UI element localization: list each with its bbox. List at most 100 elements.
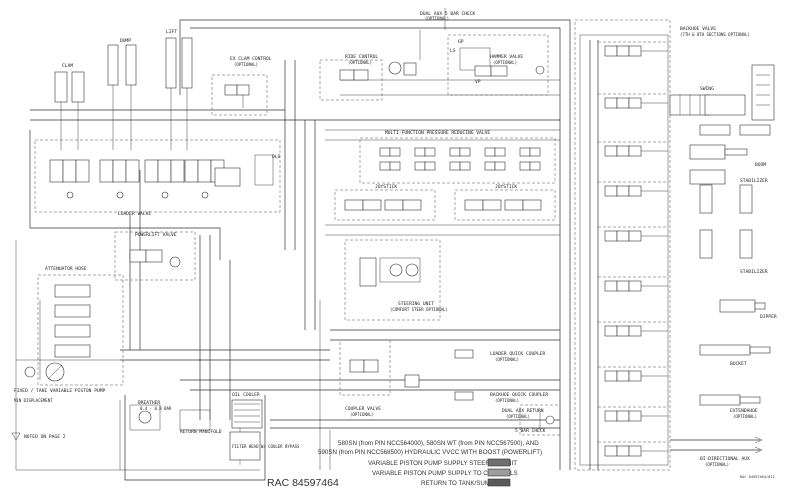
backhoe-section bbox=[598, 93, 668, 109]
boom-label: BOOM bbox=[755, 162, 766, 168]
joystick-left bbox=[334, 189, 436, 221]
extendahoe-cylinder bbox=[699, 394, 761, 406]
backhoe-section bbox=[598, 366, 668, 382]
ex-clam-label: EX CLAM CONTROL bbox=[230, 56, 272, 62]
multi-function-valve bbox=[359, 137, 556, 184]
mf-section bbox=[484, 147, 506, 171]
backhoe-section bbox=[598, 141, 668, 157]
dump-cylinders bbox=[107, 44, 137, 150]
bidirectional-aux bbox=[670, 436, 763, 454]
legend-heading-1: 580SN (from PIN NCC564000), 580SN WT (fr… bbox=[338, 440, 539, 447]
loader-section bbox=[144, 159, 185, 199]
lift-cylinders bbox=[165, 37, 193, 150]
multi-function-label: MULTI-FUNCTION PRESSURE REDUCING VALVE bbox=[385, 130, 490, 136]
swing-cylinder bbox=[669, 64, 775, 136]
legend-item-2-label: VARIABLE PISTON PUMP SUPPLY TO CONTROLS bbox=[372, 470, 518, 477]
bucket-label: BUCKET bbox=[730, 361, 747, 367]
boom-cylinder bbox=[689, 144, 748, 185]
steering-opt: (COMFORT STEER OPTIONAL) bbox=[390, 307, 448, 312]
dipper-cylinder bbox=[719, 299, 766, 313]
bidir-aux-label: BI-DIRECTIONAL AUX bbox=[700, 456, 750, 462]
ols-label: OLS bbox=[272, 154, 281, 160]
note-marker-icon bbox=[11, 432, 21, 441]
powerlift-label: POWERLIFT VALVE bbox=[135, 232, 177, 238]
loader-section bbox=[99, 159, 140, 199]
joystick-label-2: JOYSTICK bbox=[495, 184, 517, 190]
bidir-opt: (OPTIONAL) bbox=[705, 462, 729, 467]
backhoe-coupler-opt: (OPTIONAL) bbox=[495, 398, 519, 403]
legend: 580SN (from PIN NCC564000), 580SN WT (fr… bbox=[318, 440, 542, 487]
ride-control-valve bbox=[319, 59, 417, 101]
stabilizer-label-2: STABILIZER bbox=[740, 269, 768, 275]
dipper-label: DIPPER bbox=[760, 314, 777, 320]
clam-cylinders bbox=[54, 71, 85, 150]
clam-label: CLAM bbox=[62, 63, 73, 69]
five-bar-check-label: 5 BAR CHECK bbox=[515, 428, 546, 434]
coupler-valve-opt: (OPTIONAL) bbox=[350, 412, 374, 417]
main-lines bbox=[15, 8, 571, 471]
sheet-code: RAC 84597464/012 bbox=[740, 475, 775, 479]
backhoe-section bbox=[598, 181, 668, 197]
mf-section bbox=[449, 147, 471, 171]
gp-label: GP bbox=[458, 39, 464, 45]
coupler-valve-label: COUPLER VALVE bbox=[345, 406, 381, 412]
hammer-valve bbox=[447, 34, 549, 96]
document-number: RAC 84597464 bbox=[267, 477, 339, 489]
component-labels: DUAL AUX 5 BAR CHECK (OPTIONAL) DUMP LIF… bbox=[14, 11, 777, 479]
loader-coupler-opt: (OPTIONAL) bbox=[495, 357, 519, 362]
backhoe-section bbox=[598, 321, 668, 337]
loader-valve bbox=[34, 139, 281, 213]
loader-valve-label: LOADER VALVE bbox=[118, 211, 151, 217]
stabilizer-label-1: STABILIZER bbox=[740, 178, 768, 184]
extendahoe-opt: (OPTIONAL) bbox=[733, 414, 757, 419]
hammer-label: HAMMER VALVE bbox=[490, 54, 523, 60]
legend-item-1-label: VARIABLE PISTON PUMP SUPPLY STEERING UNI… bbox=[368, 460, 517, 467]
ex-clam-opt: (OPTIONAL) bbox=[234, 62, 258, 67]
pump-title: FIXED / TAKE VARIABLE PISTON PUMP bbox=[14, 388, 106, 394]
bucket-cylinder bbox=[699, 344, 771, 356]
attenuator-label: ATTENUATOR HOSE bbox=[45, 266, 87, 272]
extendahoe-label: EXTENDAHOE bbox=[730, 408, 758, 414]
ls-label: LS bbox=[450, 48, 456, 54]
backhoe-valve-label: BACKHOE VALVE bbox=[680, 26, 716, 32]
dual-aux-return bbox=[519, 404, 561, 436]
legend-item-3-swatch bbox=[487, 478, 511, 487]
dump-label: DUMP bbox=[120, 38, 131, 44]
filter-head-label: FILTER HEAD W/ COOLER BYPASS bbox=[232, 444, 300, 449]
mf-section bbox=[414, 147, 436, 171]
backhoe-sections-label: (7TH & 8TH SECTIONS OPTIONAL) bbox=[680, 32, 750, 37]
dual-aux-5bar-opt: (OPTIONAL) bbox=[425, 16, 449, 21]
backhoe-section bbox=[598, 226, 668, 242]
stabilizer-cylinders bbox=[699, 184, 753, 259]
pump-group bbox=[24, 274, 124, 386]
note-label: NOTED ON PAGE 2 bbox=[24, 434, 66, 440]
backhoe-section bbox=[598, 41, 668, 57]
dual-aux-return-opt: (OPTIONAL) bbox=[506, 414, 530, 419]
joystick-label-1: JOYSTICK bbox=[375, 184, 397, 190]
swing-label: SWING bbox=[700, 86, 714, 92]
legend-item-3-label: RETURN TO TANK/SUMP bbox=[421, 480, 494, 487]
legend-item-2-swatch bbox=[487, 468, 511, 477]
dual-aux-return-label: DUAL AUX RETURN bbox=[502, 408, 544, 414]
hammer-opt: (OPTIONAL) bbox=[493, 60, 517, 65]
backhoe-coupler-label: BACKHOE QUICK COUPLER bbox=[490, 392, 548, 398]
loader-coupler-label: LOADER QUICK COUPLER bbox=[490, 351, 546, 357]
legend-heading-2: 590SN (from PIN NCC568500) HYDRAULIC VVC… bbox=[318, 449, 542, 456]
pump-sub: MIN DISPLACEMENT bbox=[14, 398, 53, 403]
steering-unit bbox=[344, 239, 441, 321]
breather-spec: 0.4 - 0.8 BAR bbox=[140, 406, 172, 411]
coupler-valve bbox=[339, 339, 474, 401]
mf-section bbox=[379, 147, 401, 171]
ride-opt: (OPTIONAL) bbox=[348, 60, 372, 65]
ride-control-label: RIDE CONTROL bbox=[345, 54, 378, 60]
backhoe-section bbox=[598, 276, 668, 292]
loader-section bbox=[49, 159, 90, 199]
return-manifold-label: RETURN MANIFOLD bbox=[180, 429, 222, 435]
mf-section bbox=[519, 147, 541, 171]
joystick-right bbox=[454, 189, 556, 221]
dual-aux-5bar-label: DUAL AUX 5 BAR CHECK bbox=[420, 11, 476, 17]
ex-clam-control-valve bbox=[211, 74, 268, 116]
steering-unit-label: STEERING UNIT bbox=[398, 301, 434, 307]
powerlift-valve bbox=[114, 231, 196, 281]
